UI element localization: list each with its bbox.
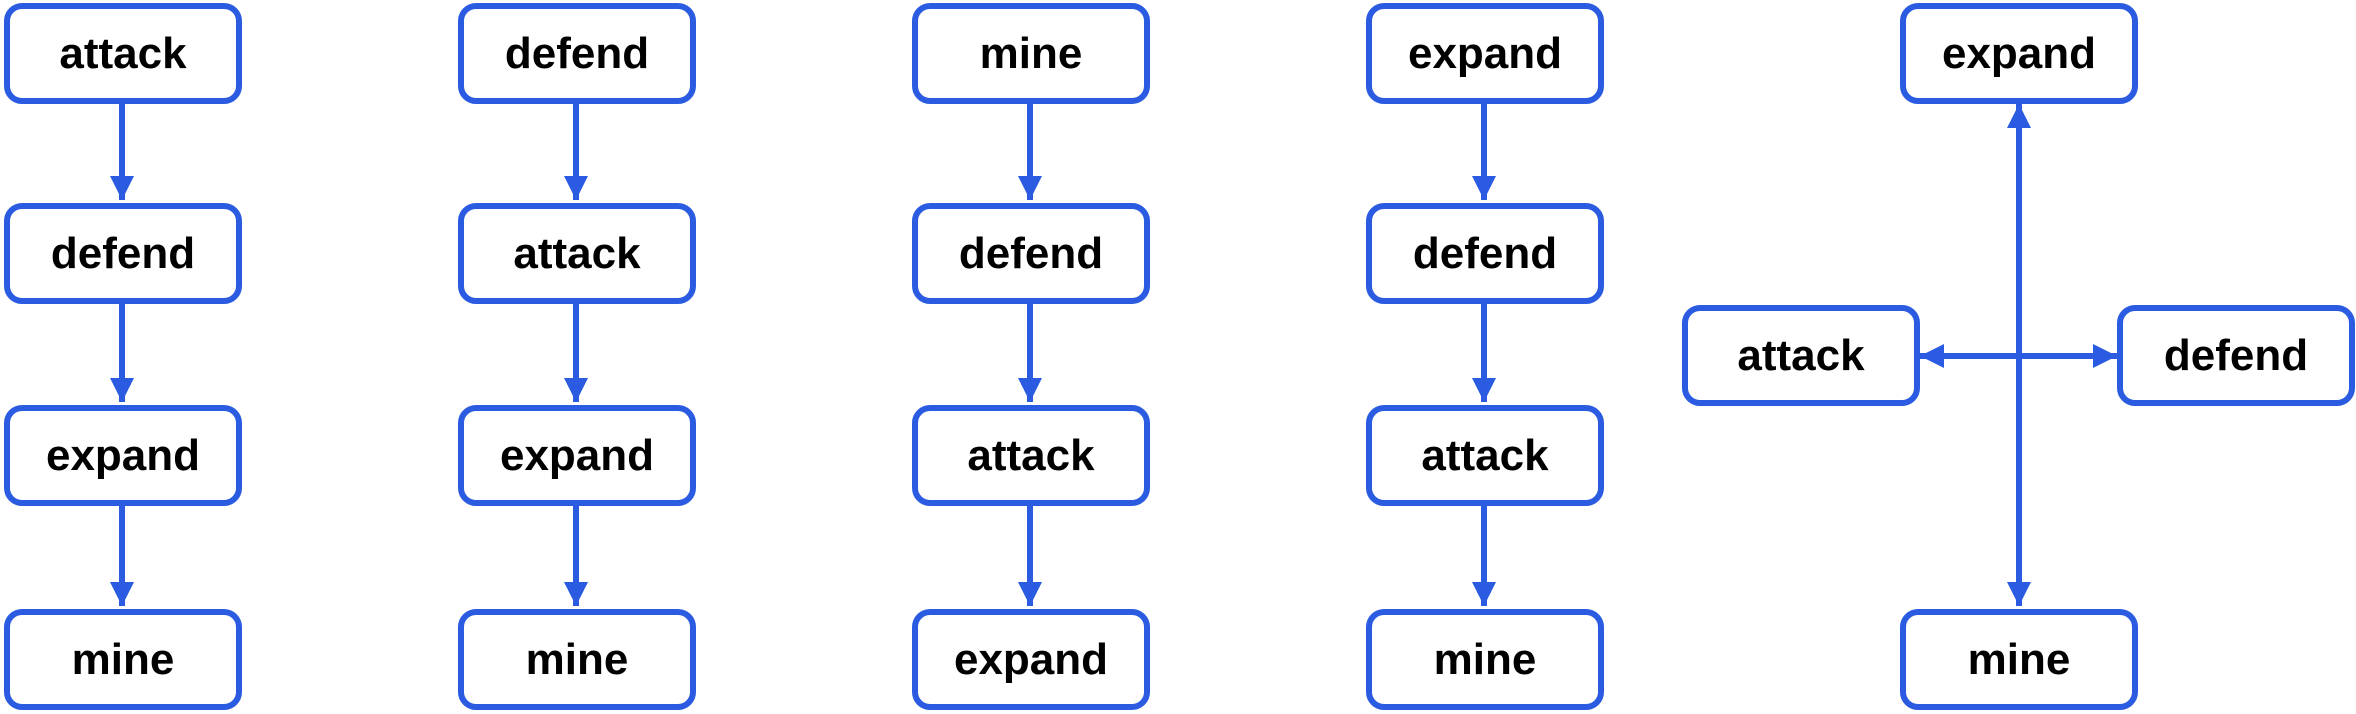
chain-1-node-3: expand [4, 405, 242, 506]
chain-3-node-3: attack [912, 405, 1150, 506]
cross-node-top: expand [1900, 3, 2138, 104]
chain-4-node-4: mine [1366, 609, 1604, 710]
chain-1-node-4: mine [4, 609, 242, 710]
chain-3-node-1: mine [912, 3, 1150, 104]
chain-2-node-1: defend [458, 3, 696, 104]
chain-3-node-4: expand [912, 609, 1150, 710]
chain-4-node-2: defend [1366, 203, 1604, 304]
cross-node-bottom: mine [1900, 609, 2138, 710]
chain-1-node-2: defend [4, 203, 242, 304]
chain-3-node-2: defend [912, 203, 1150, 304]
cross-node-left: attack [1682, 305, 1920, 406]
chain-4-node-1: expand [1366, 3, 1604, 104]
chain-4-node-3: attack [1366, 405, 1604, 506]
chain-2-node-2: attack [458, 203, 696, 304]
chain-1-node-1: attack [4, 3, 242, 104]
chain-2-node-3: expand [458, 405, 696, 506]
chain-2-node-4: mine [458, 609, 696, 710]
cross-node-right: defend [2117, 305, 2355, 406]
